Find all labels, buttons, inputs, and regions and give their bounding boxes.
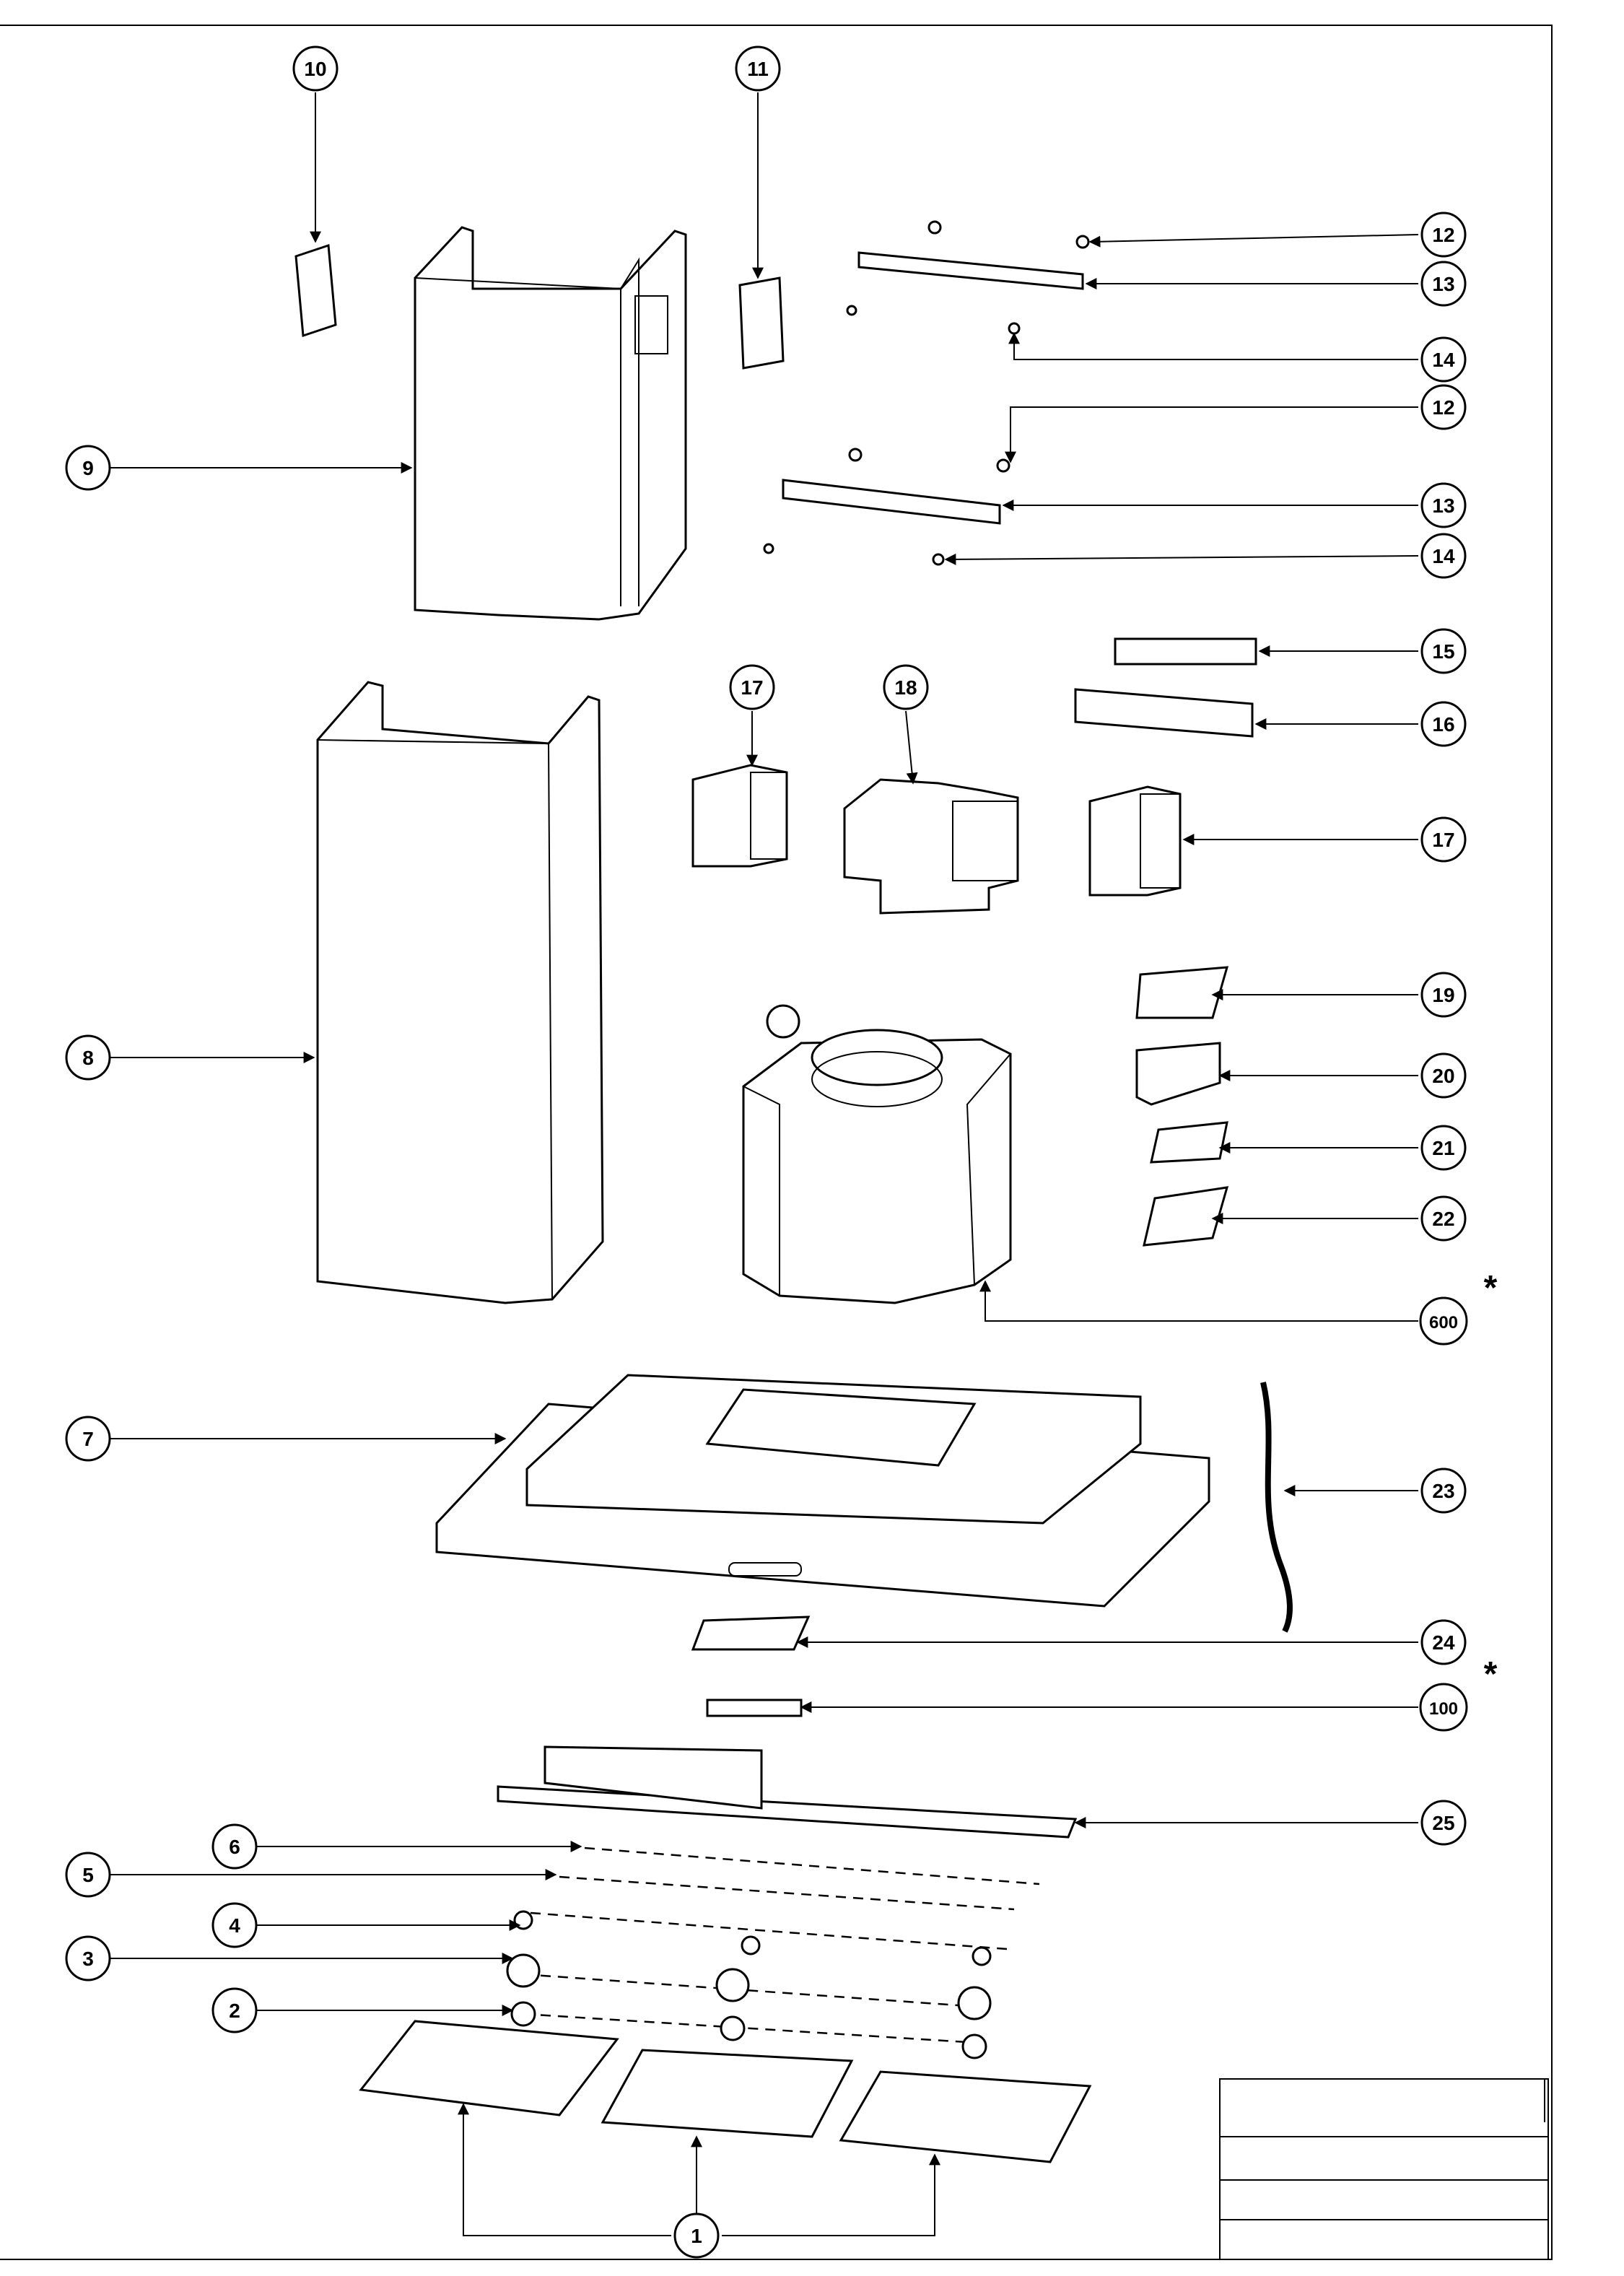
callout-20: 20 xyxy=(1420,1052,1467,1099)
svg-text:11: 11 xyxy=(747,58,769,80)
cable-part-23 xyxy=(1260,1382,1293,1633)
board-part-19 xyxy=(1135,966,1229,1019)
svg-text:17: 17 xyxy=(741,676,763,699)
callout-6: 6 xyxy=(211,1823,258,1870)
callout-15: 15 xyxy=(1420,628,1467,674)
grease-filter-part-1b xyxy=(601,2049,854,2138)
svg-text:15: 15 xyxy=(1432,640,1454,663)
callout-17a: 17 xyxy=(729,664,775,710)
duct-part-17b xyxy=(1088,785,1182,897)
callout-19: 19 xyxy=(1420,972,1467,1018)
svg-text:1: 1 xyxy=(691,2225,702,2247)
callout-12b: 12 xyxy=(1420,384,1467,430)
callout-12a: 12 xyxy=(1420,212,1467,258)
callout-24: 24 xyxy=(1420,1619,1467,1665)
lower-chimney-part-8 xyxy=(316,681,604,1304)
callout-13a: 13 xyxy=(1420,261,1467,307)
svg-text:12: 12 xyxy=(1432,396,1454,419)
screws-12-14 xyxy=(763,220,1090,566)
callout-25: 25 xyxy=(1420,1800,1467,1846)
svg-text:600: 600 xyxy=(1429,1313,1458,1333)
grease-filter-part-1a xyxy=(359,2020,619,2116)
svg-text:20: 20 xyxy=(1432,1065,1454,1087)
svg-text:8: 8 xyxy=(82,1047,94,1069)
side-filter-part-11 xyxy=(738,276,785,370)
motor-unit-part-600 xyxy=(742,1004,1012,1304)
bracket-part-13a xyxy=(857,251,1084,290)
svg-text:6: 6 xyxy=(229,1836,240,1858)
callout-17b: 17 xyxy=(1420,816,1467,863)
callout-7: 7 xyxy=(65,1416,111,1462)
title-block xyxy=(1219,2078,1549,2260)
callout-14a: 14 xyxy=(1420,336,1467,383)
svg-text:19: 19 xyxy=(1432,984,1454,1006)
leader-lines xyxy=(110,92,1419,2236)
svg-text:2: 2 xyxy=(229,2000,240,2022)
svg-text:100: 100 xyxy=(1429,1699,1458,1719)
callout-11: 11 xyxy=(735,45,781,92)
svg-text:24: 24 xyxy=(1432,1631,1455,1654)
svg-text:22: 22 xyxy=(1432,1208,1454,1230)
asterisk-marker-100: * xyxy=(1484,1655,1498,1693)
callout-13b: 13 xyxy=(1420,482,1467,528)
svg-text:12: 12 xyxy=(1432,224,1454,246)
callout-8: 8 xyxy=(65,1034,111,1081)
svg-text:3: 3 xyxy=(82,1948,94,1970)
svg-text:14: 14 xyxy=(1432,545,1455,567)
svg-text:9: 9 xyxy=(82,457,94,479)
lamp-parts-rows xyxy=(506,1846,1040,2059)
callout-9: 9 xyxy=(65,445,111,491)
hood-body-part-7 xyxy=(435,1374,1210,1608)
control-panel-part-100 xyxy=(706,1699,803,1717)
callout-600: 600 xyxy=(1419,1296,1468,1346)
board-part-21 xyxy=(1150,1121,1228,1164)
asterisk-marker-600: * xyxy=(1484,1269,1498,1307)
callout-2: 2 xyxy=(211,1987,258,2033)
svg-text:4: 4 xyxy=(229,1914,240,1937)
svg-text:13: 13 xyxy=(1432,494,1454,517)
svg-text:18: 18 xyxy=(894,676,917,699)
svg-text:23: 23 xyxy=(1432,1480,1454,1502)
frame-part-22 xyxy=(1143,1186,1229,1247)
duct-connector-part-18 xyxy=(843,778,1019,915)
grease-filter-part-1c xyxy=(839,2070,1092,2163)
callout-22: 22 xyxy=(1420,1195,1467,1242)
duct-part-17a xyxy=(691,764,788,868)
side-filter-part-10 xyxy=(294,243,337,338)
svg-text:14: 14 xyxy=(1432,349,1455,371)
svg-text:10: 10 xyxy=(304,58,326,80)
callout-18: 18 xyxy=(883,664,929,710)
tray-part-16 xyxy=(1074,688,1254,738)
svg-text:21: 21 xyxy=(1432,1137,1454,1159)
callout-23: 23 xyxy=(1420,1468,1467,1514)
sheet-border xyxy=(0,25,1553,2260)
svg-text:25: 25 xyxy=(1432,1812,1454,1834)
callout-14b: 14 xyxy=(1420,533,1467,579)
svg-text:17: 17 xyxy=(1432,829,1454,851)
callout-10: 10 xyxy=(292,45,339,92)
svg-text:13: 13 xyxy=(1432,273,1454,295)
svg-text:16: 16 xyxy=(1432,713,1454,736)
cover-part-24 xyxy=(691,1616,811,1651)
callout-1: 1 xyxy=(673,2212,720,2259)
svg-text:5: 5 xyxy=(82,1864,94,1886)
cover-part-15 xyxy=(1114,637,1257,666)
callout-5: 5 xyxy=(65,1852,111,1898)
callout-100: 100 xyxy=(1419,1683,1468,1732)
bracket-part-13b xyxy=(782,479,1001,525)
svg-text:7: 7 xyxy=(82,1428,94,1450)
callout-4: 4 xyxy=(211,1902,258,1948)
callout-21: 21 xyxy=(1420,1125,1467,1171)
upper-chimney-part-9 xyxy=(414,226,687,621)
callout-16: 16 xyxy=(1420,701,1467,747)
light-rail-part-25 xyxy=(497,1745,1078,1839)
callout-3: 3 xyxy=(65,1935,111,1981)
box-part-20 xyxy=(1135,1042,1221,1106)
